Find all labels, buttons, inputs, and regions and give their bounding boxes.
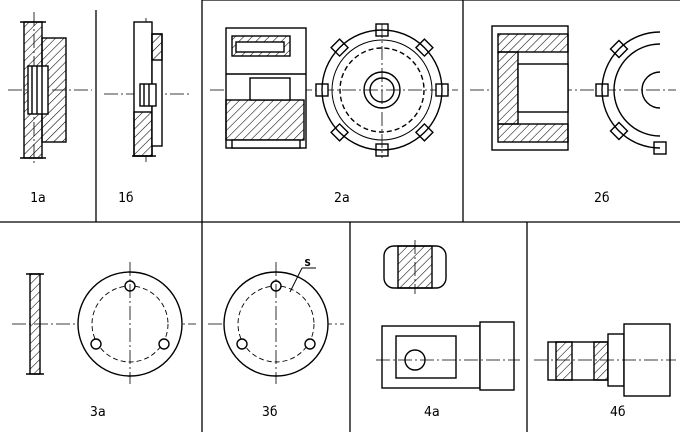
part-4b-drawing [534, 323, 676, 397]
part-2a-section [210, 27, 458, 149]
part-2a-gear [315, 23, 449, 158]
panel-label-4b: 4б [610, 405, 626, 420]
part-3b-drawing [208, 262, 344, 384]
panel-label-1b: 1б [118, 191, 134, 206]
panel-label-1a: 1а [30, 191, 46, 206]
part-3a-drawing [12, 262, 196, 384]
part-1b-section [104, 18, 190, 162]
part-2b-section [470, 25, 676, 151]
panel-label-4a: 4а [424, 405, 440, 420]
panel-label-2b: 2б [594, 191, 610, 206]
panel-label-3b: 3б [262, 405, 278, 420]
part-4a-drawing [376, 240, 520, 391]
panel-label-3a: 3а [90, 405, 106, 420]
part-1a-section [8, 12, 92, 165]
roughness-mark: s [304, 255, 311, 269]
part-2b-gear-partial [595, 31, 667, 155]
panel-label-2a: 2а [334, 191, 350, 206]
